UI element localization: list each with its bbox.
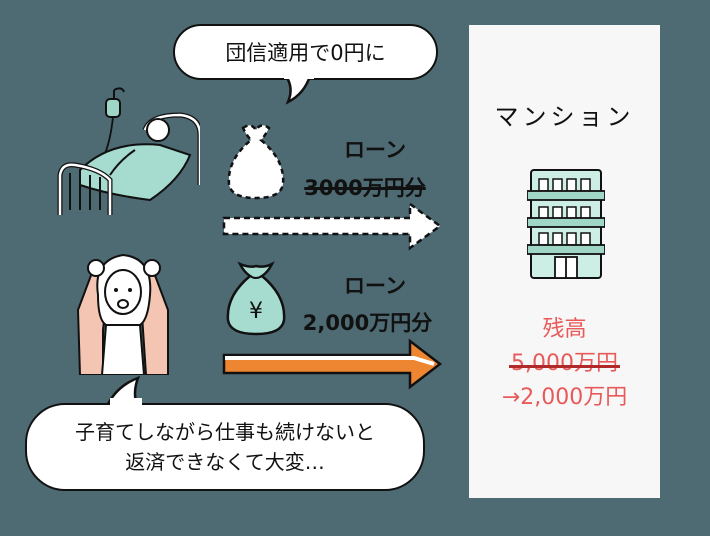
orange-arrow: [222, 338, 443, 390]
worried-woman-illustration: [76, 253, 169, 375]
svg-text:¥: ¥: [249, 299, 263, 324]
balance-block: 残高 5,000万円 →2,000万円: [469, 313, 660, 415]
old-balance: 5,000万円: [509, 347, 620, 381]
money-bag-dashed-icon: [227, 124, 285, 200]
speech-text-top: 団信適用で0円に: [225, 41, 386, 65]
speech-text-bottom-line2: 返済できなくて大変…: [125, 450, 325, 474]
tail-joint: [110, 398, 142, 406]
balance-label: 残高: [542, 317, 587, 342]
apartment-panel: マンション 残高 5,000万円 →2,000万円: [469, 25, 660, 498]
speech-bubble-bottom: 子育てしながら仕事も続けないと 返済できなくて大変…: [25, 403, 425, 491]
panel-title: マンション: [494, 103, 635, 131]
loan-lower-amount: 2,000万円分: [302, 311, 433, 335]
loan-upper-amount: 3000万円分: [304, 176, 426, 200]
apartment-building-icon: [527, 169, 605, 279]
new-balance: →2,000万円: [501, 385, 628, 410]
loan-lower-label: ローン: [344, 274, 406, 298]
dashed-white-arrow: [222, 201, 443, 251]
speech-text-bottom-line1: 子育てしながら仕事も続けないと: [75, 420, 375, 444]
loan-upper-label: ローン: [344, 138, 406, 162]
speech-bubble-top: 団信適用で0円に: [173, 24, 438, 80]
money-bag-yen-icon: ¥: [226, 261, 286, 336]
hospital-bed-illustration: [57, 87, 200, 215]
speech-bubble-top-tail: [283, 74, 314, 105]
